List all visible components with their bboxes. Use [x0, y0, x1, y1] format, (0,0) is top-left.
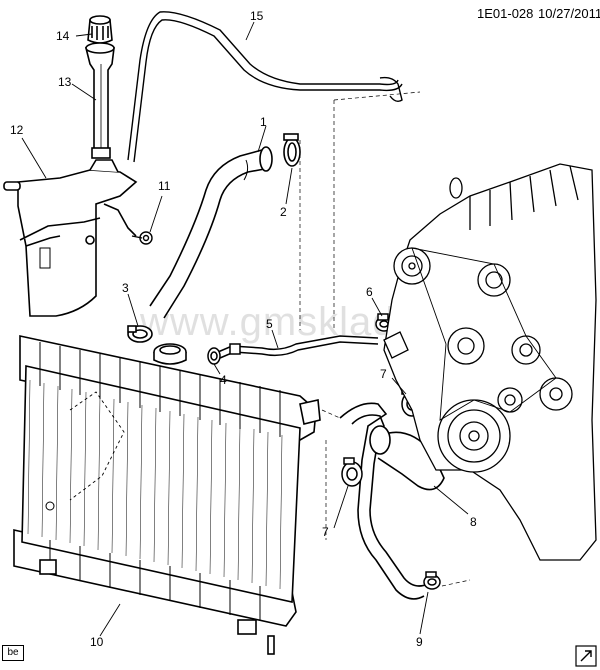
overflow-hose: [127, 11, 403, 163]
callout-11: 11: [158, 179, 171, 193]
bypass-hose: [217, 335, 379, 359]
callout-8: 8: [470, 515, 477, 529]
callout-9: 9: [416, 635, 423, 649]
callout-7b: 7: [322, 525, 329, 539]
figure-id: 1E01-028: [477, 6, 534, 21]
figure-date: 10/27/2011: [538, 6, 600, 21]
callout-7a: 7: [380, 367, 387, 381]
hose-clamp-4: [207, 347, 221, 365]
callout-13: 13: [58, 75, 72, 89]
mounting-bolt: [131, 231, 153, 245]
engine-assembly: [383, 163, 597, 561]
leader-lines: [21, 21, 471, 637]
callout-6: 6: [366, 285, 373, 299]
reservoir-cap: [87, 15, 113, 44]
callout-5: 5: [266, 317, 273, 331]
hose-clamp-3: [127, 325, 153, 343]
hose-clamp-upper: [283, 133, 301, 167]
callout-4: 4: [220, 373, 227, 387]
radiator: [13, 335, 321, 655]
radiator-inlet-hose: [149, 146, 273, 319]
callout-15: 15: [250, 9, 264, 23]
callout-numbers: 1 2 3 4 5 6 7 7 8 9 10 11 12 13 14 15: [10, 9, 477, 649]
footer-tag: be: [2, 645, 24, 661]
lower-radiator-hose: [339, 402, 445, 600]
callout-2: 2: [280, 205, 287, 219]
callout-1: 1: [260, 115, 267, 129]
hose-clamp-7b: [341, 457, 363, 487]
filler-neck: [84, 42, 115, 159]
arrow-box-icon: [575, 645, 597, 667]
callout-12: 12: [10, 123, 24, 137]
callout-14: 14: [56, 29, 70, 43]
hose-clamp-9: [423, 571, 441, 590]
radiator-cap: [153, 343, 187, 365]
callout-10: 10: [90, 635, 104, 649]
coolant-reservoir: [3, 159, 138, 317]
callout-3: 3: [122, 281, 129, 295]
